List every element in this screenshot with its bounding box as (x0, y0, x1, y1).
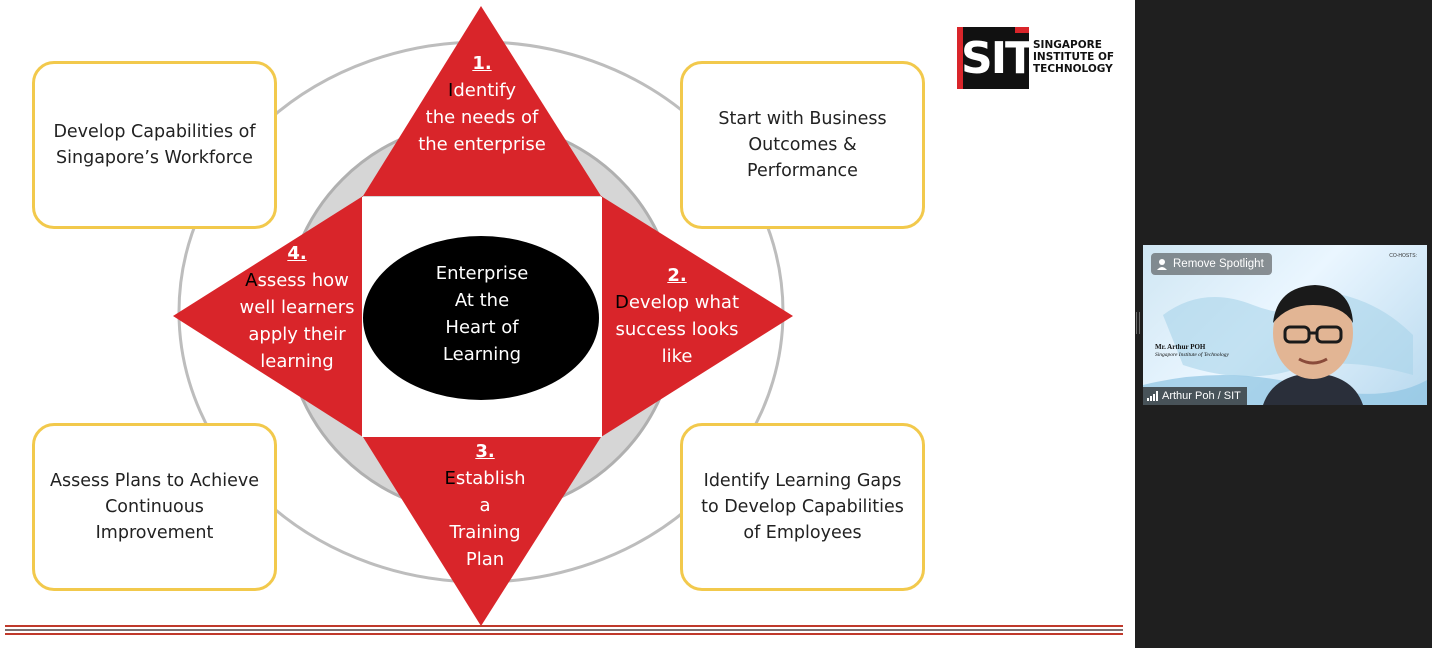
step-initial: I (448, 80, 454, 101)
speaker-organisation: Singapore Institute of Technology (1155, 352, 1229, 358)
step-number: 1. (472, 53, 492, 74)
remove-spotlight-button[interactable]: Remove Spotlight (1151, 253, 1272, 275)
arrow-bottom (363, 437, 601, 626)
box-line: to Develop Capabilities (701, 497, 904, 517)
logo-mark-text: SIT (961, 33, 1035, 84)
box-line: Assess Plans to Achieve (50, 471, 259, 491)
center-line: Enterprise (435, 263, 529, 284)
step-initial: E (444, 468, 456, 489)
center-ellipse (363, 236, 599, 400)
step-1-identify: 1. Identify the needs of the enterprise (402, 50, 562, 158)
logo-word: INSTITUTE OF (1033, 51, 1115, 63)
box-line: Outcomes & (748, 135, 857, 155)
handle-grip (1139, 312, 1140, 334)
step-initial: A (245, 270, 258, 291)
step-4-assess: 4. Assess how well learners apply their … (231, 240, 363, 375)
sit-logo: SIT SINGAPORE INSTITUTE OF TECHNOLOGY (957, 25, 1117, 91)
step-line: apply their (248, 324, 346, 345)
step-line: Training (449, 522, 521, 543)
participant-name: Arthur Poh / SIT (1162, 390, 1241, 402)
remove-spotlight-label: Remove Spotlight (1173, 258, 1264, 270)
shared-slide: Develop Capabilities of Singapore’s Work… (0, 0, 1135, 648)
rule-line (5, 625, 1123, 627)
step-initial: D (614, 292, 629, 313)
logo-word: TECHNOLOGY (1033, 63, 1113, 75)
step-line: the enterprise (418, 134, 546, 155)
center-line: Learning (442, 344, 522, 365)
step-line: well learners (239, 297, 355, 318)
step-3-establish: 3. Establish a Training Plan (421, 438, 549, 573)
step-line: the needs of (425, 107, 539, 128)
cohost-label: CO-HOSTS: (1389, 253, 1417, 259)
step-line: success looks (615, 319, 739, 340)
logo-accent-tab (1015, 27, 1029, 33)
step-word: ssess how (257, 270, 349, 291)
arrow-right (601, 196, 793, 437)
logo-word: SINGAPORE (1033, 39, 1102, 51)
step-line: like (661, 346, 693, 367)
slide-footer-rule (5, 625, 1123, 635)
box-line: Improvement (95, 523, 214, 543)
participant-name-tag: Arthur Poh / SIT (1143, 387, 1247, 405)
step-number: 4. (287, 243, 307, 264)
box-line: Develop Capabilities of (53, 122, 256, 142)
box-line: of Employees (743, 523, 862, 543)
box-bottom-right: Identify Learning Gaps to Develop Capabi… (680, 423, 925, 591)
rule-line (5, 629, 1123, 631)
step-2-develop: 2. Develop what success looks like (607, 262, 747, 370)
step-word: evelop what (628, 292, 740, 313)
step-word: dentify (453, 80, 516, 101)
participant-video-tile[interactable]: CO-HOSTS: Mr. Arthur POH Singapore Insti… (1143, 245, 1427, 405)
box-top-left: Develop Capabilities of Singapore’s Work… (32, 61, 277, 229)
center-title: Enterprise At the Heart of Learning (412, 260, 552, 368)
step-line: Plan (465, 549, 505, 570)
panel-resize-handle[interactable] (1136, 312, 1140, 334)
step-line: a (479, 495, 491, 516)
handle-grip (1136, 312, 1137, 334)
spotlight-icon (1157, 259, 1167, 270)
arrow-left (173, 196, 363, 437)
step-word: stablish (455, 468, 526, 489)
box-line: Identify Learning Gaps (703, 471, 902, 491)
box-top-right: Start with Business Outcomes & Performan… (680, 61, 925, 229)
center-line: Heart of (445, 317, 519, 338)
step-number: 2. (667, 265, 687, 286)
logo-accent-bar (957, 27, 963, 89)
box-line: Start with Business (718, 109, 887, 129)
arrow-top (363, 6, 601, 196)
step-number: 3. (475, 441, 495, 462)
box-bottom-left: Assess Plans to Achieve Continuous Impro… (32, 423, 277, 591)
speaker-avatar (1263, 285, 1363, 405)
box-line: Continuous (105, 497, 204, 517)
slide-diagram (173, 6, 793, 626)
signal-strength-icon (1147, 391, 1158, 401)
logo-wordmark: SINGAPORE INSTITUTE OF TECHNOLOGY (1033, 39, 1123, 75)
sit-logo-mark: SIT (957, 27, 1035, 89)
box-line: Singapore’s Workforce (56, 148, 253, 168)
box-line: Performance (747, 161, 858, 181)
step-line: learning (260, 351, 334, 372)
center-line: At the (454, 290, 510, 311)
rule-line (5, 633, 1123, 635)
speaker-name: Mr. Arthur POH (1155, 343, 1206, 351)
